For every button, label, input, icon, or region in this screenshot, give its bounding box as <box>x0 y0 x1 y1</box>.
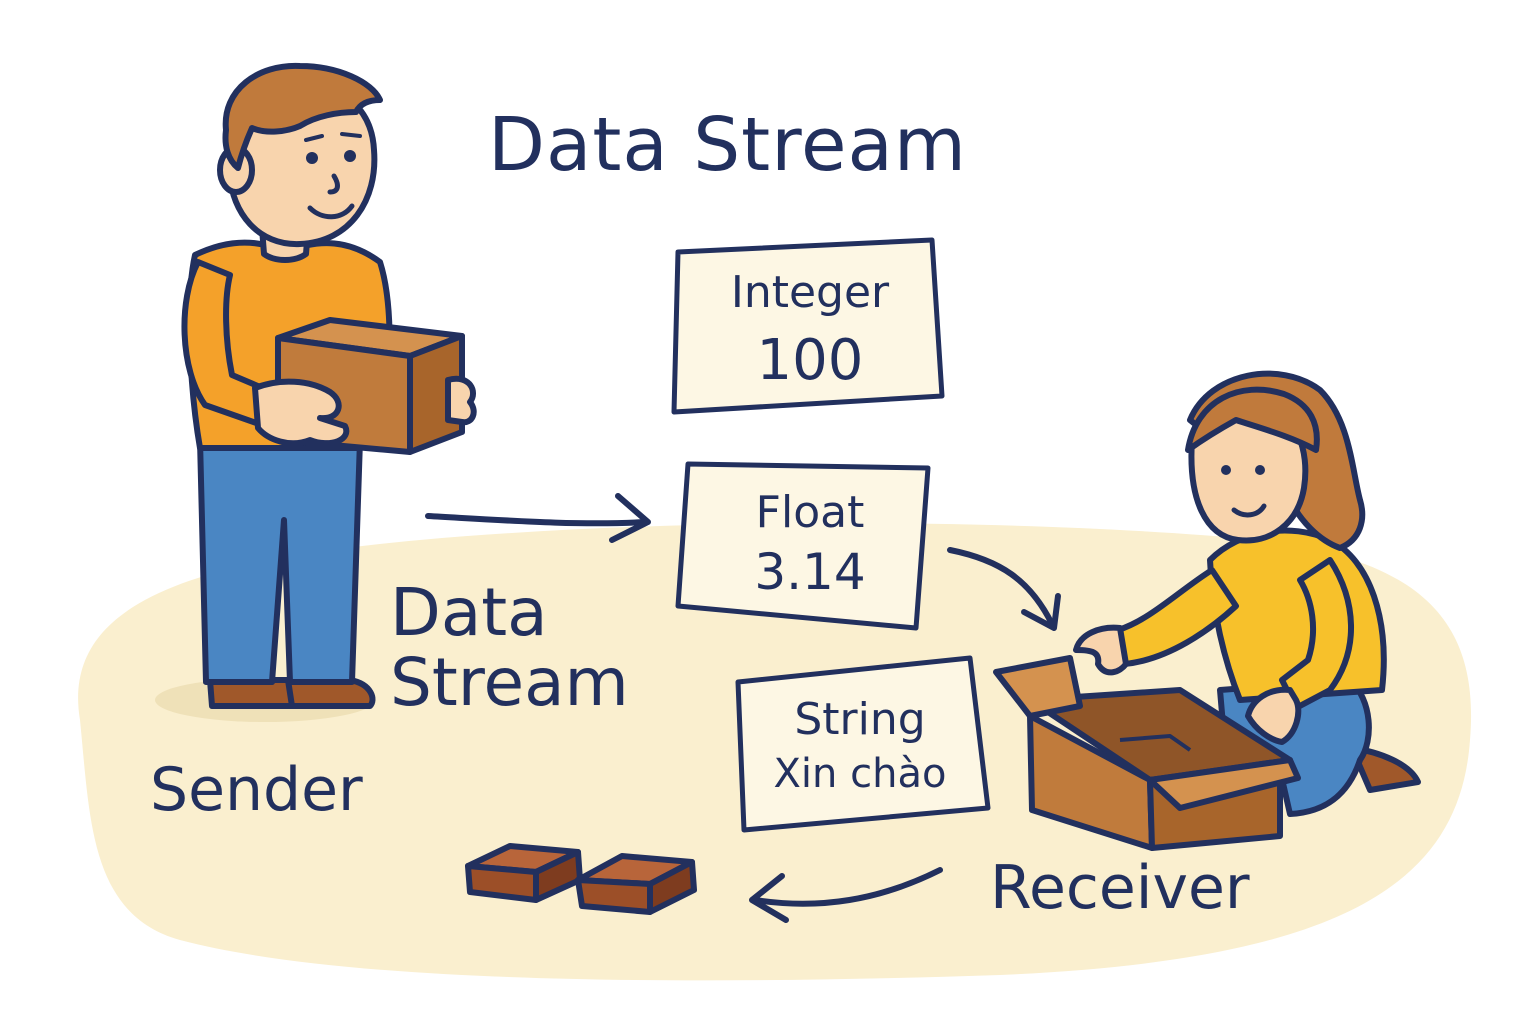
brick-icon <box>465 843 697 915</box>
page-title: Data Stream <box>488 102 967 188</box>
string-card-value: Xin chào <box>773 751 947 797</box>
float-card <box>675 461 931 631</box>
receiver-person-icon <box>1073 370 1421 817</box>
string-card <box>735 655 991 833</box>
arrow-icon <box>425 493 1061 923</box>
receiver-label: Receiver <box>990 853 1250 923</box>
integer-card-type: Integer <box>730 267 890 318</box>
string-card-type: String <box>794 694 926 745</box>
integer-card <box>671 237 945 415</box>
sender-hands <box>252 375 477 447</box>
open-box-icon <box>993 655 1301 851</box>
float-card-value: 3.14 <box>754 543 866 601</box>
float-card-type: Float <box>755 487 865 538</box>
data-cards <box>671 237 991 833</box>
sender-label: Sender <box>150 755 363 825</box>
stream-label: Data Stream <box>390 574 629 721</box>
integer-card-value: 100 <box>756 328 864 393</box>
